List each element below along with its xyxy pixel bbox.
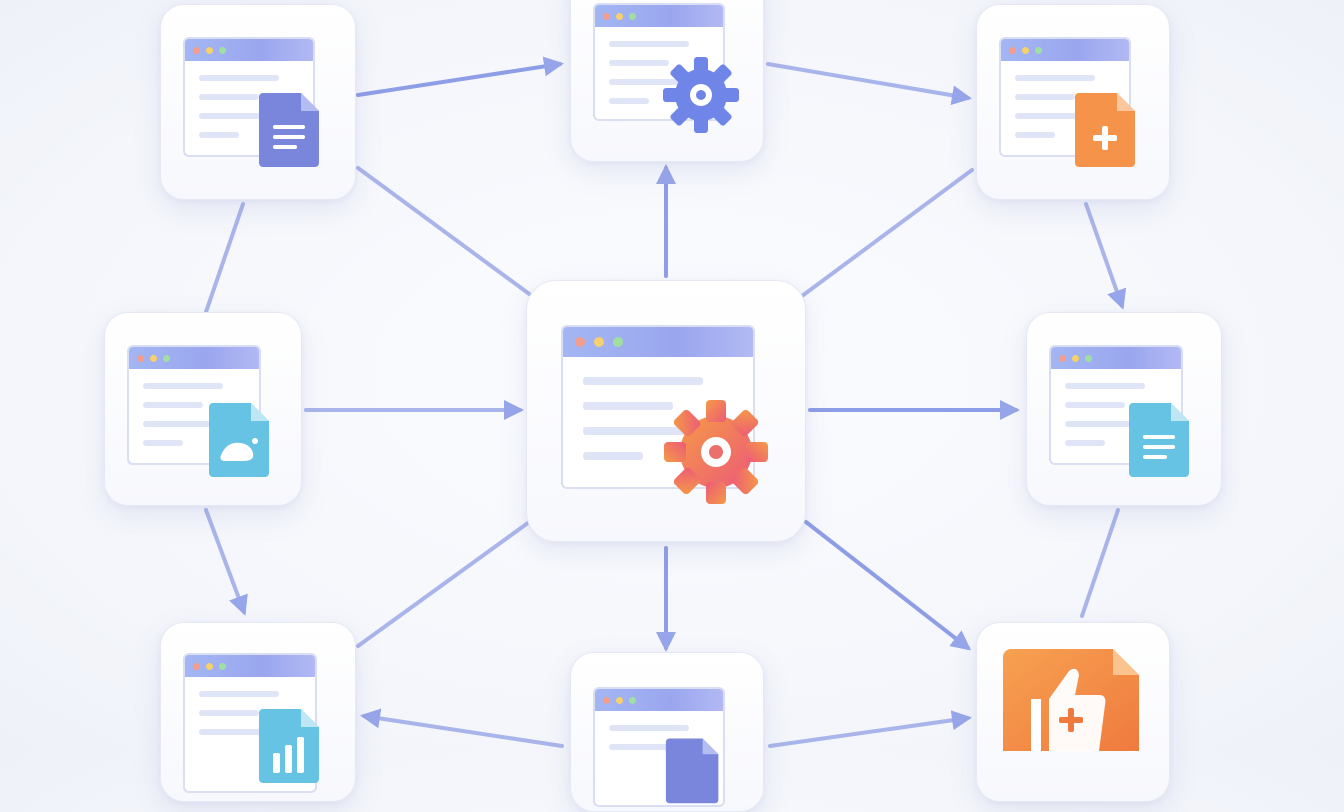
node-top-right <box>976 4 1170 200</box>
edge-bottom-center-to-bottom-right <box>768 710 972 748</box>
document-add-icon <box>1075 93 1135 167</box>
document-icon <box>259 93 319 167</box>
window-title-bar <box>595 689 723 711</box>
node-center <box>526 280 806 542</box>
node-bottom-center <box>570 652 764 812</box>
edge-top-left-to-top-center <box>356 56 564 97</box>
node-bottom-right <box>976 622 1170 802</box>
window-title-bar <box>595 5 723 27</box>
window-title-bar <box>185 39 313 61</box>
window-title-bar <box>563 327 753 357</box>
edge-top-left-to-middle-left <box>204 202 245 314</box>
document-chart-icon <box>259 709 319 783</box>
gear-icon <box>663 57 739 133</box>
node-top-left <box>160 4 356 200</box>
document-icon <box>665 738 719 804</box>
window-title-bar <box>1051 347 1181 369</box>
node-top-center <box>570 0 764 162</box>
edge-bottom-center-to-bottom-left <box>360 708 564 748</box>
window-title-bar <box>129 347 259 369</box>
gear-icon <box>664 400 768 504</box>
edge-center-to-bottom-left <box>356 518 534 648</box>
thumbs-up-document-icon <box>1003 649 1139 751</box>
window-title-bar <box>1001 39 1129 61</box>
node-bottom-left <box>160 622 356 802</box>
edge-center-to-bottom-right <box>804 520 972 651</box>
document-image-icon <box>209 403 269 477</box>
edge-top-right-to-center <box>800 168 974 298</box>
edge-top-right-to-middle-right <box>1084 202 1127 310</box>
workflow-diagram <box>104 0 1222 812</box>
edge-middle-left-to-bottom-left <box>204 508 248 616</box>
connector-layer <box>204 56 1127 748</box>
node-middle-left <box>104 312 302 506</box>
document-icon <box>1129 403 1189 477</box>
window-title-bar <box>185 655 315 677</box>
edge-middle-right-to-bottom-right <box>1080 508 1120 618</box>
edge-top-left-to-center <box>356 166 534 298</box>
node-middle-right <box>1026 312 1222 506</box>
edge-top-center-to-top-right <box>766 62 972 106</box>
